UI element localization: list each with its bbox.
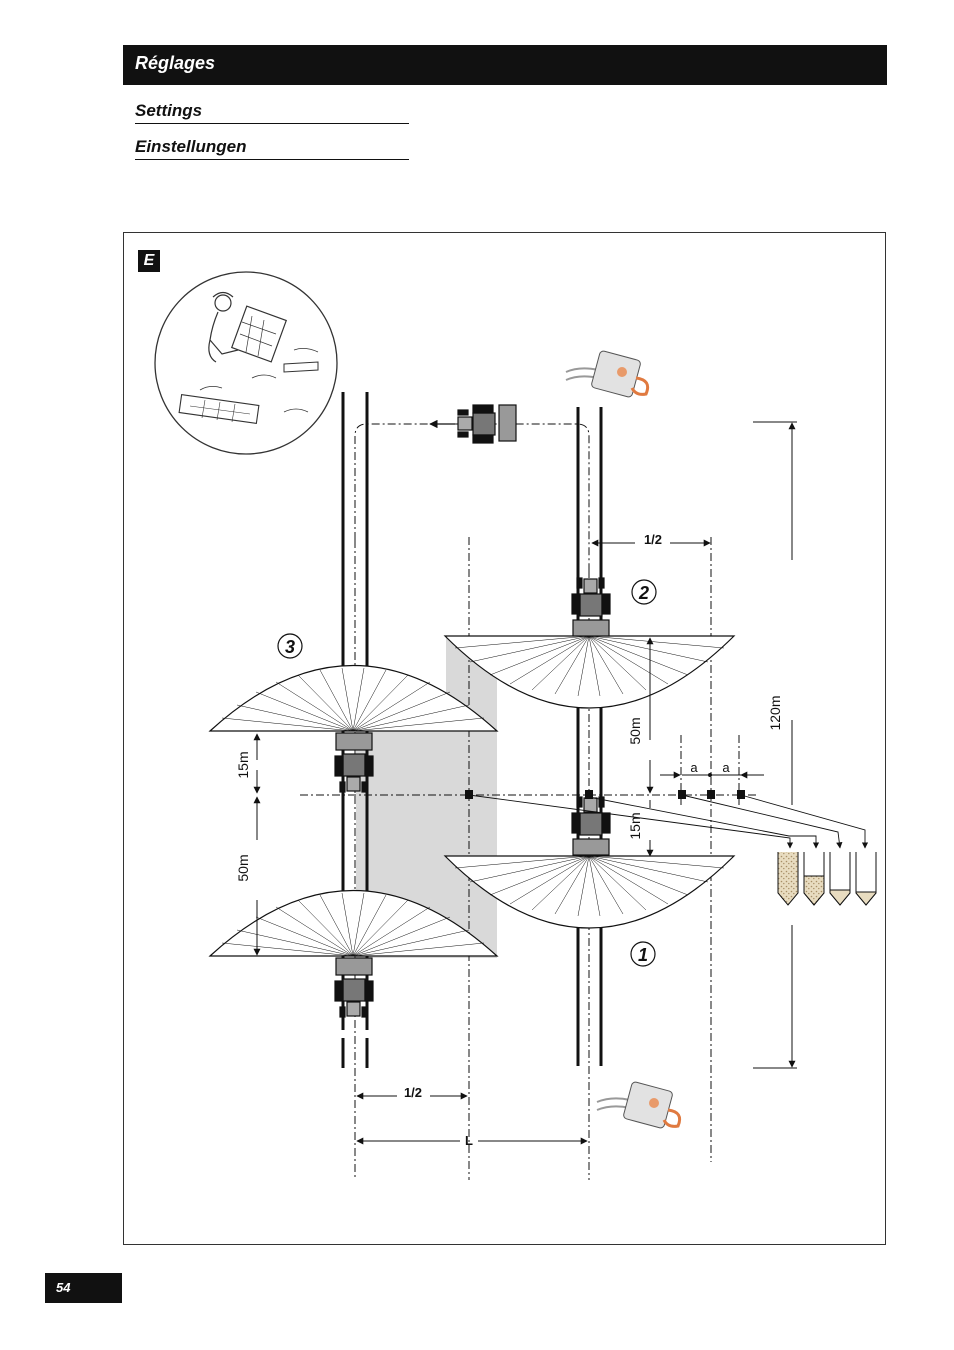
- subheading-settings: Settings: [135, 101, 409, 124]
- dimension-half-bottom-label: 1/2: [404, 1085, 422, 1100]
- control-box-icon: [596, 1081, 682, 1129]
- dimension-15m-left: 15m: [235, 751, 251, 778]
- figure-frame: [123, 232, 886, 1245]
- spread-fan-1: [443, 855, 736, 929]
- tractor-icon: [334, 957, 374, 1018]
- tractor-icon: [571, 796, 611, 856]
- operator-inset: [154, 271, 338, 455]
- subheading-einstellungen: Einstellungen: [135, 137, 409, 160]
- section-title: Réglages: [135, 53, 216, 73]
- number-3: 3: [285, 637, 295, 657]
- test-tubes: [777, 852, 877, 906]
- tractor-icon: [457, 404, 517, 444]
- circled-number-3: [277, 633, 303, 659]
- spacing-a-2: a: [722, 760, 730, 775]
- dimension-120m: [753, 421, 797, 1069]
- spacing-a-1: a: [690, 760, 698, 775]
- turn-path: [354, 423, 590, 570]
- number-2: 2: [638, 583, 649, 603]
- dimension-50m-left: 50m: [235, 854, 251, 881]
- tractor-icon: [334, 732, 374, 793]
- circled-number-2: [631, 579, 657, 605]
- spread-fan-2: [443, 635, 736, 709]
- number-1: 1: [638, 945, 648, 965]
- control-box-icon: [565, 350, 650, 398]
- spread-fan-3: [208, 665, 499, 732]
- dimension-15m-right: 15m: [627, 812, 643, 839]
- dimension-120m-label: 120m: [767, 695, 783, 730]
- dimension-50m-right: 50m: [627, 717, 643, 744]
- spread-fan-3b: [208, 890, 499, 957]
- circled-number-1: [630, 941, 656, 967]
- page-number-label: 54: [56, 1280, 71, 1295]
- tractor-icon: [571, 577, 611, 637]
- section-header: Réglages: [123, 45, 887, 85]
- page-number: 54: [45, 1273, 122, 1303]
- figure-tag: E: [138, 250, 160, 272]
- dimension-L-label: L: [465, 1133, 473, 1148]
- collection-trays: [465, 790, 745, 799]
- tray-connections: [468, 794, 869, 849]
- dimension-half-top-label: 1/2: [644, 532, 662, 547]
